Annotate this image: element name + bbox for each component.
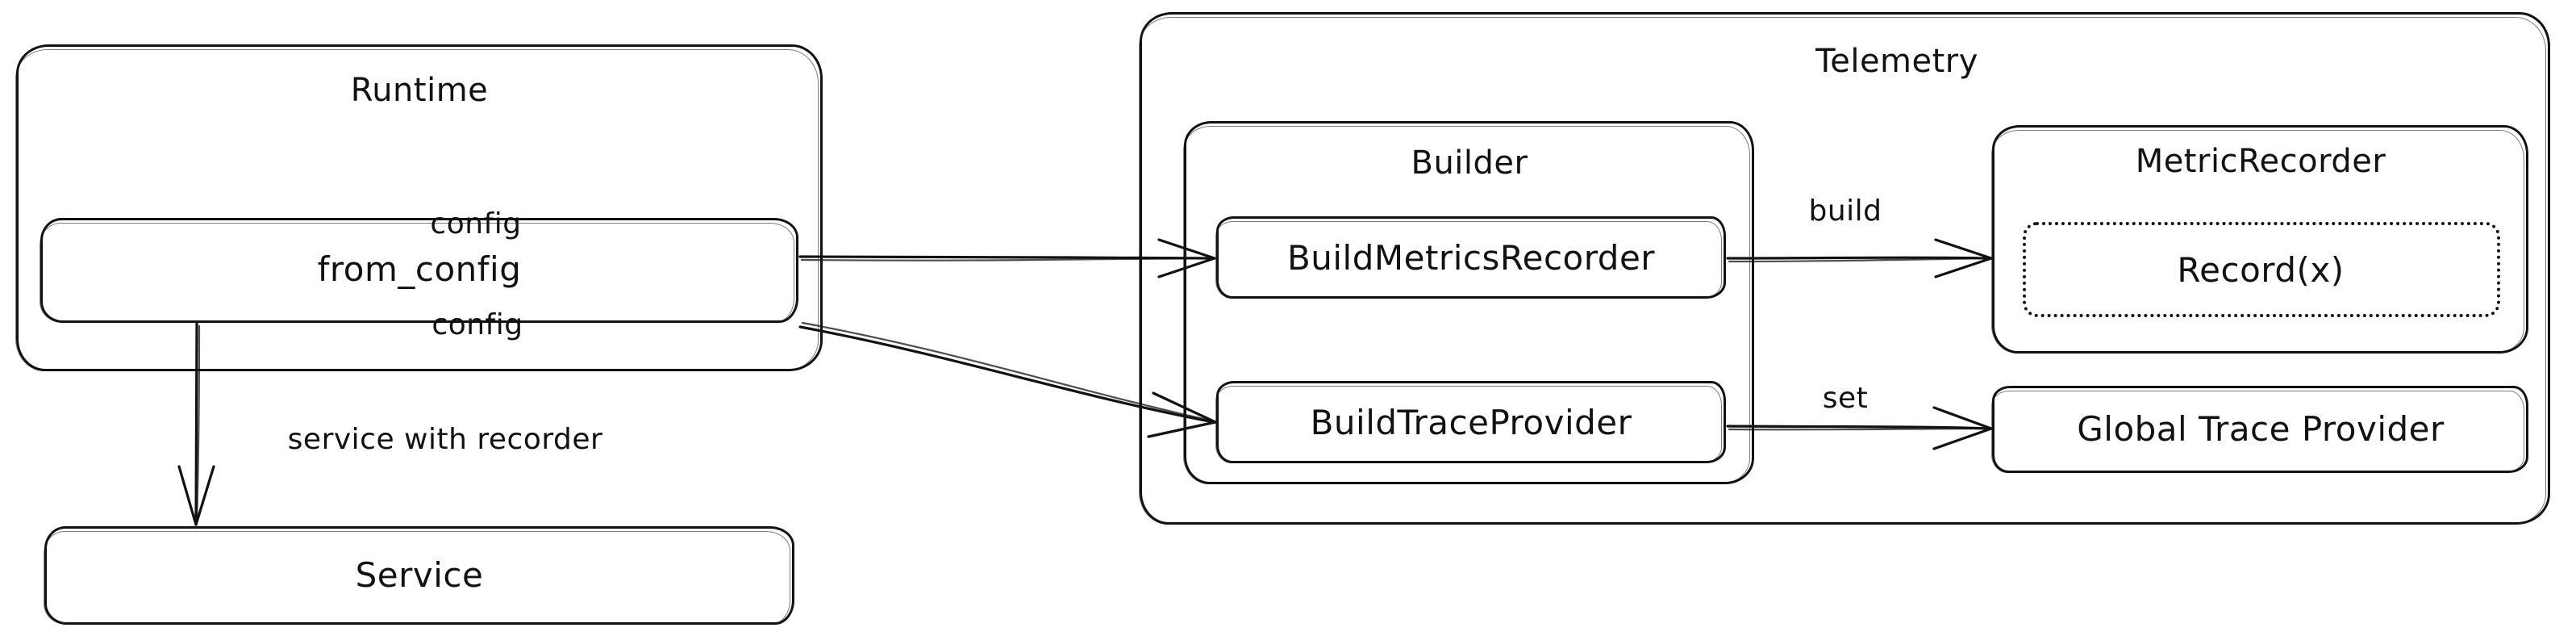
node-record[interactable] — [2023, 222, 2500, 317]
node-builder[interactable] — [1183, 121, 1754, 484]
node-runtime[interactable] — [15, 44, 823, 371]
node-service[interactable] — [44, 526, 794, 625]
edge-label-service-with-recorder: service with recorder — [287, 423, 603, 456]
node-global-trace-provider-label: Global Trace Provider — [2077, 409, 2445, 449]
node-metric-recorder-label: MetricRecorder — [2135, 143, 2386, 180]
node-build-trace-provider-label: BuildTraceProvider — [1310, 403, 1632, 442]
edge-label-build: build — [1808, 195, 1882, 228]
node-builder-label: Builder — [1411, 144, 1528, 182]
node-from-config-label: from_config — [317, 249, 522, 289]
node-build-metrics-recorder-label: BuildMetricsRecorder — [1286, 238, 1656, 278]
node-telemetry[interactable] — [1139, 12, 2550, 525]
node-runtime-label: Runtime — [350, 72, 489, 109]
edge-label-config-metrics: config — [430, 207, 522, 241]
node-service-label: Service — [355, 555, 484, 595]
node-record-label: Record(x) — [2177, 250, 2345, 290]
node-from-config[interactable] — [40, 218, 798, 323]
node-telemetry-label: Telemetry — [1815, 43, 1978, 80]
edge-label-config-trace: config — [431, 308, 523, 341]
edge-label-set: set — [1822, 382, 1869, 415]
